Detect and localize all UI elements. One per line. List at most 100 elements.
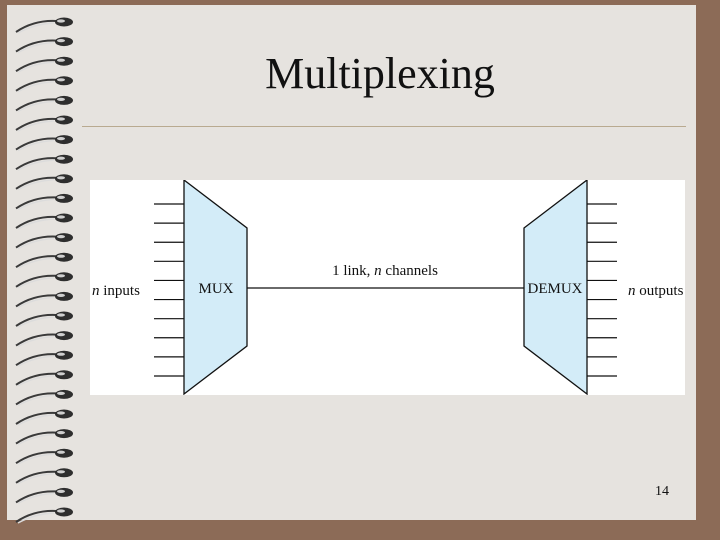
binding-coil-highlight: [17, 492, 55, 505]
binding-coil-highlight: [17, 81, 55, 93]
binding-coil: [15, 392, 57, 406]
inputs-label: n inputs: [92, 283, 140, 299]
input-lines: [154, 203, 184, 377]
binding-coil-highlight: [17, 179, 55, 191]
multiplexing-diagram: 1 link, n channels MUX DEMUX n inputs n …: [90, 180, 685, 395]
spiral-binding: [15, 17, 73, 524]
binding-hole-shine: [57, 176, 65, 180]
binding-hole-shine: [57, 97, 65, 101]
binding-hole-shine: [57, 470, 65, 474]
binding-coil-highlight: [17, 355, 55, 367]
binding-coil-highlight: [17, 139, 55, 152]
binding-coil-highlight: [17, 453, 55, 465]
binding-coil-highlight: [17, 296, 55, 309]
inputs-count-word: n: [92, 283, 100, 299]
binding-coil: [15, 137, 57, 151]
binding-hole-shine: [57, 509, 65, 513]
binding-coil-highlight: [17, 277, 55, 289]
binding-coil: [15, 470, 57, 484]
binding-coil: [15, 196, 57, 210]
binding-coil-highlight: [17, 218, 55, 230]
binding-coil: [15, 235, 57, 249]
binding-coil: [15, 176, 57, 190]
binding-coil: [15, 59, 57, 73]
binding-coil-highlight: [17, 120, 55, 132]
mux-label: MUX: [198, 281, 233, 297]
binding-coil: [15, 215, 57, 229]
link-suffix: channels: [382, 263, 438, 279]
binding-coil: [15, 313, 57, 327]
title-divider: [82, 126, 686, 127]
binding-hole-shine: [57, 117, 65, 121]
binding-hole-shine: [57, 333, 65, 337]
binding-coil-highlight: [17, 512, 55, 524]
binding-coil: [15, 157, 57, 171]
link-label: 1 link, n channels: [332, 263, 438, 279]
binding-hole-shine: [57, 58, 65, 62]
binding-coil-highlight: [17, 414, 55, 426]
binding-coil: [15, 274, 57, 288]
binding-hole-shine: [57, 352, 65, 356]
binding-hole-shine: [57, 431, 65, 435]
binding-coil: [15, 19, 57, 33]
link-channels-word: n: [374, 263, 382, 279]
binding-hole-shine: [57, 274, 65, 278]
binding-hole-shine: [57, 156, 65, 160]
binding-coil-highlight: [17, 198, 55, 211]
binding-coil-highlight: [17, 375, 55, 387]
binding-coil: [15, 117, 57, 131]
binding-coil-highlight: [17, 22, 55, 34]
binding-coil-highlight: [17, 316, 55, 328]
binding-coil: [15, 98, 57, 112]
binding-hole-shine: [57, 450, 65, 454]
binding-coil: [15, 255, 57, 269]
binding-coil: [15, 431, 57, 445]
outputs-label: n outputs: [628, 283, 684, 299]
binding-hole-shine: [57, 489, 65, 493]
binding-coil: [15, 372, 57, 386]
binding-coil-highlight: [17, 394, 55, 407]
binding-coil-highlight: [17, 433, 55, 446]
link-prefix: 1 link,: [332, 263, 374, 279]
demux-block: [523, 180, 588, 395]
binding-coil: [15, 78, 57, 92]
output-lines: [587, 203, 617, 377]
binding-hole-shine: [57, 235, 65, 239]
binding-coil-highlight: [17, 237, 55, 250]
binding-hole-shine: [57, 78, 65, 82]
slide-title: Multiplexing: [265, 49, 495, 98]
binding-coil-highlight: [17, 61, 55, 73]
binding-hole-shine: [57, 293, 65, 297]
binding-coil-highlight: [17, 335, 55, 348]
binding-coil: [15, 451, 57, 465]
outputs-suffix: outputs: [636, 283, 684, 299]
binding-coil-highlight: [17, 473, 55, 485]
binding-hole-shine: [57, 19, 65, 23]
binding-coil: [15, 490, 57, 504]
binding-coil: [15, 509, 57, 523]
binding-coil: [15, 294, 57, 308]
demux-label: DEMUX: [528, 281, 583, 297]
binding-coil-highlight: [17, 257, 55, 269]
binding-coil-highlight: [17, 100, 55, 113]
outputs-count-word: n: [628, 283, 636, 299]
diagram-canvas: 1 link, n channels MUX DEMUX n inputs n …: [92, 180, 684, 395]
binding-hole-shine: [57, 39, 65, 43]
binding-hole-shine: [57, 313, 65, 317]
inputs-suffix: inputs: [100, 283, 141, 299]
mux-block: [183, 180, 248, 395]
binding-hole-shine: [57, 372, 65, 376]
page-number: 14: [655, 484, 669, 499]
binding-hole-shine: [57, 411, 65, 415]
binding-coil: [15, 333, 57, 347]
binding-coil-highlight: [17, 159, 55, 171]
binding-hole-shine: [57, 215, 65, 219]
binding-coil: [15, 411, 57, 425]
binding-hole-shine: [57, 195, 65, 199]
binding-coil: [15, 353, 57, 367]
binding-hole-shine: [57, 391, 65, 395]
binding-coil: [15, 39, 57, 53]
binding-hole-shine: [57, 137, 65, 141]
binding-hole-shine: [57, 254, 65, 258]
binding-coil-highlight: [17, 41, 55, 54]
